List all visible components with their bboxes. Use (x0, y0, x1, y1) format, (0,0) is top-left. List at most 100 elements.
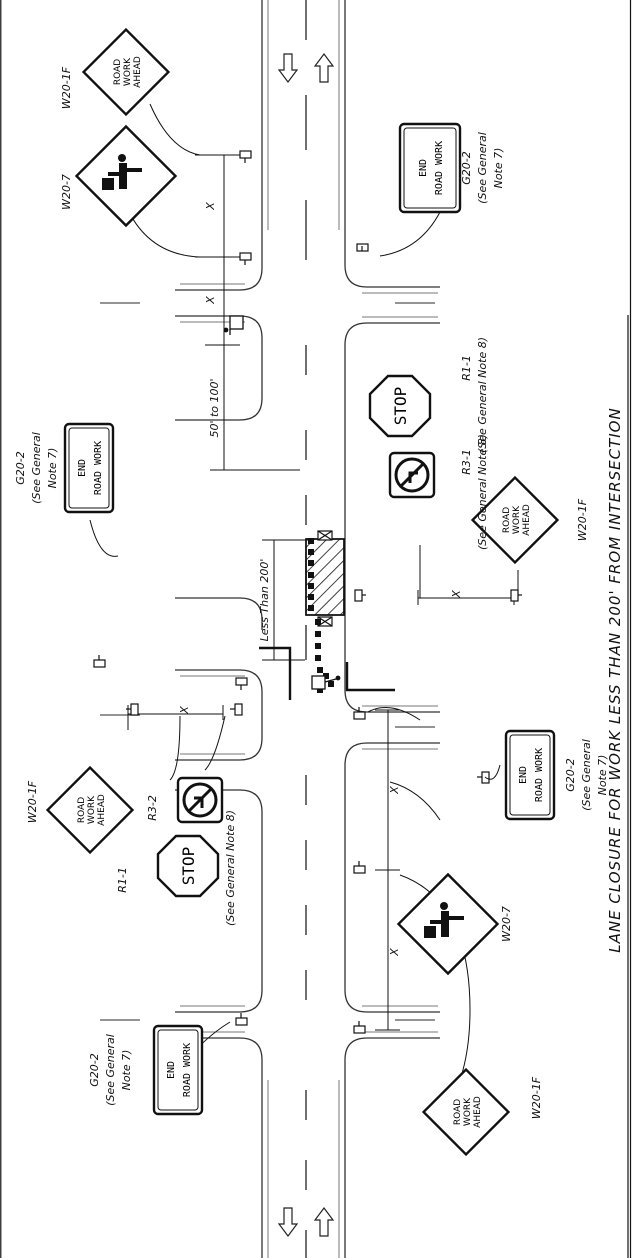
sign-post (235, 677, 248, 690)
svg-text:END: END (77, 459, 88, 477)
flagger-symbol-icon (424, 902, 464, 938)
label-x-left: X (178, 706, 191, 715)
roadway (175, 0, 440, 1258)
svg-text:ROAD: ROAD (77, 797, 87, 823)
label-g20-2-top: G20-2 (460, 151, 473, 185)
svg-text:ROAD: ROAD (502, 507, 512, 533)
svg-text:END: END (518, 766, 529, 784)
channelizing-device (308, 583, 314, 589)
arrow-down-top-icon (277, 53, 299, 83)
channelizing-device (308, 549, 314, 555)
svg-text:STOP: STOP (179, 847, 198, 886)
label-offset: 50' to 100' (208, 378, 221, 437)
arrow-up-bottom-icon (313, 1207, 335, 1237)
label-x-bottom1: X (388, 786, 401, 795)
sign-post (230, 703, 243, 716)
channelizing-device (323, 673, 329, 679)
label-x-top2: X (204, 296, 217, 305)
label-x-bottom2: X (388, 948, 401, 957)
r1-1-stop-sign-left: STOP (156, 834, 220, 898)
w20-1f-sign-top: ROAD WORK AHEAD (81, 27, 171, 117)
flagger-upper (223, 315, 244, 335)
labels: W20-1F W20-7 X X 50' to 100' Less Than 2… (14, 66, 609, 1119)
arrow-down-bottom-icon (277, 1207, 299, 1237)
channelizing-device (315, 619, 321, 625)
channelizing-device (308, 594, 314, 600)
svg-text:ROAD WORK: ROAD WORK (434, 141, 445, 195)
diagram-title: LANE CLOSURE FOR WORK LESS THAN 200' FRO… (606, 407, 624, 952)
label-x-right: X (450, 590, 463, 599)
sign-post (477, 771, 490, 784)
g20-2-sign-bottom-left: END ROAD WORK (152, 1024, 204, 1116)
title-block: LANE CLOSURE FOR WORK LESS THAN 200' FRO… (606, 315, 629, 1258)
label-r3-2: R3-2 (146, 795, 159, 821)
sign-post (239, 150, 252, 163)
w20-7-sign-top (74, 124, 178, 228)
channelizing-device (317, 667, 323, 673)
label-w20-1f-left: W20-1F (26, 780, 39, 823)
svg-text:ROAD WORK: ROAD WORK (182, 1043, 193, 1097)
svg-text:AHEAD: AHEAD (522, 504, 532, 536)
w20-7-sign-bottom (396, 872, 500, 976)
label-see-general-bottom-left: (See General (104, 1034, 117, 1106)
sign-post (239, 252, 252, 265)
svg-text:WORK: WORK (463, 1097, 473, 1126)
svg-text:WORK: WORK (87, 795, 97, 824)
svg-text:ROAD WORK: ROAD WORK (93, 441, 104, 495)
stop-bars (259, 646, 395, 700)
label-see-general-8-left: (See General Note 8) (224, 810, 237, 926)
label-note7-left: Note 7) (46, 448, 59, 489)
dimension-lines (127, 154, 515, 1031)
w20-1f-sign-left: ROAD WORK AHEAD (45, 765, 135, 855)
label-note7-bottom-left: Note 7) (120, 1050, 133, 1091)
label-g20-2-left: G20-2 (14, 451, 27, 485)
svg-text:WORK: WORK (123, 57, 133, 86)
w20-1f-sign-bottom: ROAD WORK AHEAD (421, 1067, 511, 1157)
label-x-top1: X (204, 202, 217, 211)
label-see-general-left: (See General (30, 432, 43, 504)
g20-2-sign-bottom-right: END ROAD WORK (504, 729, 556, 821)
channelizing-device (315, 655, 321, 661)
flagger-symbol-icon (102, 154, 142, 190)
label-w20-1f-top: W20-1F (60, 66, 73, 109)
sign-post (356, 243, 369, 252)
svg-text:ROAD: ROAD (453, 1099, 463, 1125)
sign-post (235, 1013, 248, 1026)
channelizing-device (308, 605, 314, 611)
label-g20-2-bottom-left: G20-2 (88, 1053, 101, 1087)
channelizing-device (308, 538, 314, 544)
arrow-up-top-icon (313, 53, 335, 83)
channelizing-device (317, 687, 323, 693)
sign-post (126, 703, 139, 716)
label-w20-1f-right: W20-1F (576, 498, 589, 541)
r3-1-sign (388, 451, 436, 499)
channelizing-device (315, 643, 321, 649)
svg-text:ROAD WORK: ROAD WORK (534, 748, 545, 802)
sign-post (353, 1021, 366, 1034)
label-g20-2-bottom-right: G20-2 (564, 758, 577, 792)
w20-1f-sign-right: ROAD WORK AHEAD (470, 475, 560, 565)
channelizing-devices (308, 538, 334, 693)
sign-post (93, 655, 106, 668)
sign-post (353, 861, 366, 874)
svg-text:END: END (418, 159, 429, 177)
svg-text:AHEAD: AHEAD (133, 56, 143, 88)
svg-text:WORK: WORK (512, 505, 522, 534)
label-w20-7-top: W20-7 (60, 174, 73, 210)
label-see-general-top: (See General (476, 132, 489, 204)
channelizing-device (328, 681, 334, 687)
sign-post (510, 589, 522, 602)
g20-2-sign-left: END ROAD WORK (63, 422, 115, 514)
label-note7-bottom-right: Note 7) (596, 755, 609, 796)
channelizing-device (308, 560, 314, 566)
svg-text:STOP: STOP (391, 387, 410, 426)
svg-text:ROAD: ROAD (113, 59, 123, 85)
channelizing-device (308, 572, 314, 578)
label-w20-1f-bottom: W20-1F (530, 1076, 543, 1119)
label-r3-1: R3-1 (460, 449, 473, 475)
g20-2-sign-top: END ROAD WORK (398, 122, 462, 214)
label-less-than: Less Than 200' (258, 559, 271, 642)
label-see-general-bottom-right: (See General (580, 739, 593, 811)
label-note7-top: Note 7) (492, 148, 505, 189)
label-w20-7-bottom: W20-7 (500, 906, 513, 942)
